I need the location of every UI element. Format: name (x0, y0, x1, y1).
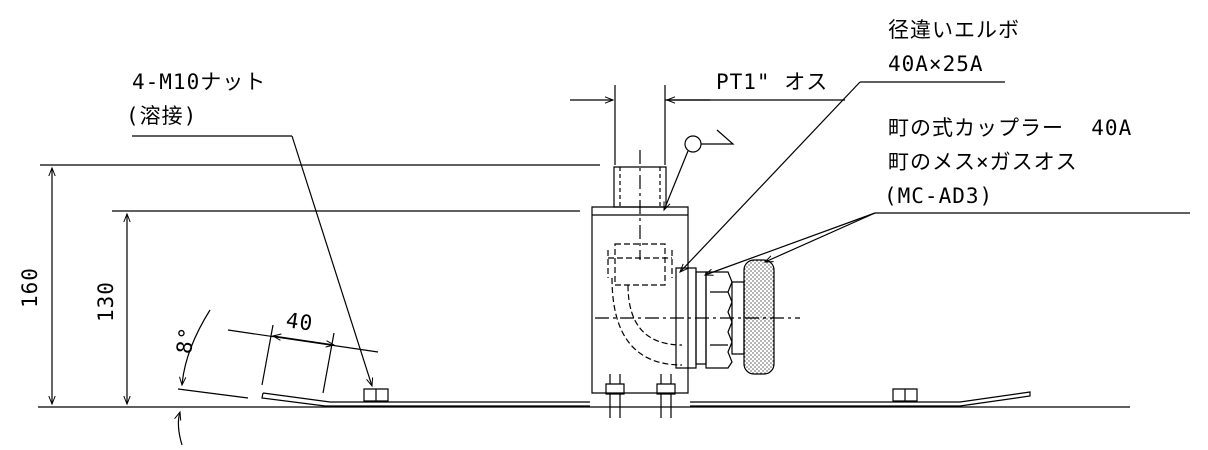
elbow-label-line2: 40A×25A (888, 52, 984, 76)
right-plate (690, 392, 1030, 406)
dim-160: 160 (18, 267, 42, 308)
nut-label-line2: (溶接) (126, 104, 198, 128)
coupler-label-line3: (MC-AD3) (884, 184, 994, 208)
dim-40: 40 (284, 308, 315, 336)
dim-130: 130 (94, 281, 118, 322)
coupler-label-line1: 町の式カップラー 40A (888, 116, 1133, 140)
coupler-label-line2: 町のメス×ガスオス (888, 150, 1078, 174)
coupler-cap (744, 260, 774, 374)
dim-angle: 8° (172, 324, 200, 356)
thread-label: PT1" オス (716, 70, 829, 94)
coupler-hex (706, 272, 732, 368)
elbow-label-line1: 径違いエルボ (888, 18, 1020, 42)
nut-label-line1: 4-M10ナット (132, 70, 267, 94)
tilted-plate (262, 393, 590, 406)
bracket-block (592, 207, 688, 393)
